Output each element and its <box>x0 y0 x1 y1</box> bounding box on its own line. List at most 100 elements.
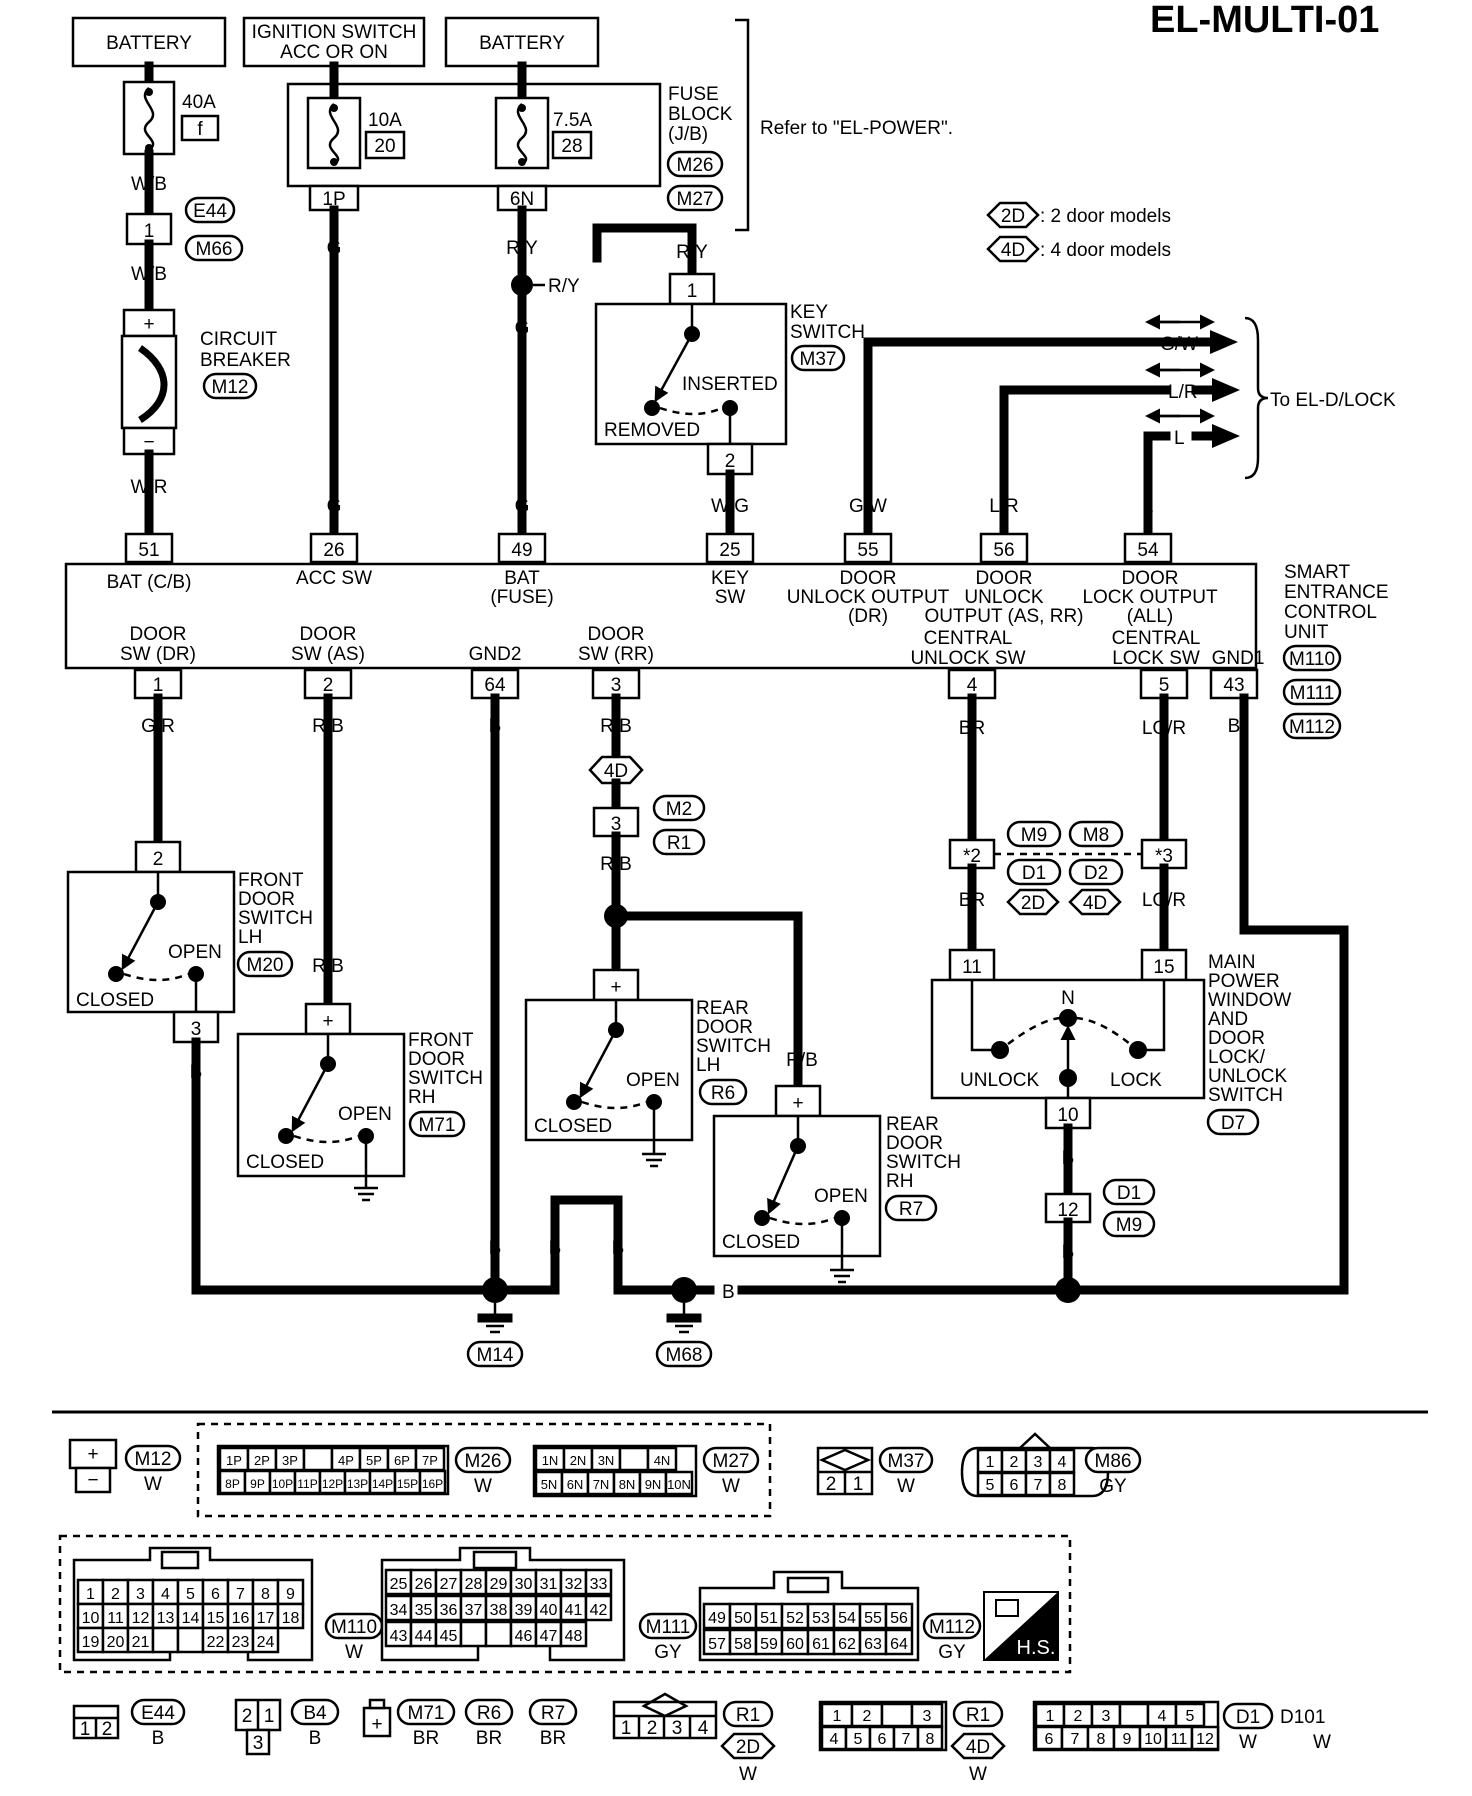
mid-conn-a: *2 <box>963 846 981 867</box>
secu-pin-64: GND2 64 <box>469 644 521 700</box>
connector-pin: 1 <box>76 1578 105 1606</box>
connector-pin: 8 <box>1086 1725 1116 1751</box>
svg-text:W: W <box>345 1642 363 1663</box>
connector-pin: 1P <box>218 1446 250 1472</box>
svg-text:28: 28 <box>465 1576 483 1593</box>
conn-m20: M20 <box>247 955 284 976</box>
svg-text:1: 1 <box>621 1718 632 1739</box>
rr-joint-pin: 3 <box>611 814 622 835</box>
svg-text:64: 64 <box>890 1636 908 1653</box>
frh-open: OPEN <box>338 1104 392 1125</box>
connector-pin: 59 <box>754 1628 784 1656</box>
svg-text:ACC SW: ACC SW <box>296 568 372 589</box>
svg-text:10: 10 <box>1144 1731 1162 1748</box>
svg-text:B: B <box>309 1728 322 1749</box>
wire-gw-top: G/W <box>1160 334 1198 355</box>
flh-label-3: SWITCH <box>238 908 313 929</box>
conn-m27: M27 <box>677 189 714 210</box>
connector-pin: 2 <box>850 1702 884 1728</box>
connector-pin: 18 <box>276 1602 305 1630</box>
svg-text:9P: 9P <box>250 1477 265 1491</box>
svg-text:16: 16 <box>232 1610 250 1627</box>
mpw-n: N <box>1061 988 1075 1009</box>
svg-text:59: 59 <box>760 1636 778 1653</box>
connector-pin: 64 <box>884 1628 914 1656</box>
svg-text:54: 54 <box>1137 540 1159 561</box>
face-e44: 1 2 E44 B <box>72 1698 186 1749</box>
wire-gw: G/W <box>849 496 887 517</box>
connector-pin: 5 <box>176 1578 205 1606</box>
svg-text:W: W <box>1239 1732 1257 1753</box>
svg-text:8P: 8P <box>225 1477 240 1491</box>
svg-text:(DR): (DR) <box>848 606 888 627</box>
svg-text:1: 1 <box>153 675 164 696</box>
svg-text:41: 41 <box>565 1602 583 1619</box>
svg-text:M110: M110 <box>331 1617 377 1638</box>
wire-b-flh: B <box>190 1062 203 1083</box>
svg-text:18: 18 <box>282 1610 300 1627</box>
flh-closed: CLOSED <box>76 990 154 1011</box>
ignition-label-1: IGNITION SWITCH <box>252 22 417 43</box>
svg-text:SW (AS): SW (AS) <box>291 644 365 665</box>
frh-label-3: SWITCH <box>408 1068 483 1089</box>
svg-text:5: 5 <box>986 1477 995 1494</box>
svg-text:1: 1 <box>86 1586 95 1603</box>
svg-text:64: 64 <box>484 675 506 696</box>
svg-text:(ALL): (ALL) <box>1127 606 1173 627</box>
wire-rb-1: R/B <box>312 716 344 737</box>
wire-wg: W/G <box>711 496 749 517</box>
svg-text:+: + <box>371 1714 382 1735</box>
connector-pin: 7 <box>1024 1471 1052 1497</box>
mpw-pin10: 10 <box>1057 1105 1078 1126</box>
svg-text:8: 8 <box>1097 1731 1106 1748</box>
connector-pin: 10P <box>268 1469 297 1495</box>
connector-pin: 40 <box>534 1594 563 1622</box>
rlh-label-4: LH <box>696 1055 720 1076</box>
mid-c2: M8 <box>1083 825 1109 846</box>
connector-pin <box>484 1620 513 1648</box>
svg-text:7N: 7N <box>593 1477 610 1492</box>
svg-text:3: 3 <box>611 675 622 696</box>
svg-text:3: 3 <box>1034 1454 1043 1471</box>
svg-text:R6: R6 <box>477 1703 501 1724</box>
connector-pin: 3P <box>274 1446 306 1472</box>
svg-text:10N: 10N <box>667 1477 691 1492</box>
flh-open: OPEN <box>168 942 222 963</box>
wire-lr: L/R <box>989 496 1019 517</box>
svg-text:62: 62 <box>838 1636 856 1653</box>
mid-c1: M9 <box>1021 825 1047 846</box>
connector-pin: 7P <box>414 1446 446 1472</box>
connector-pin: 41 <box>559 1594 588 1622</box>
connector-pin: 1 <box>976 1448 1004 1474</box>
connector-pin: 55 <box>858 1602 888 1630</box>
connector-pin: 4 <box>1146 1702 1178 1728</box>
rlh-label-1: REAR <box>696 998 749 1019</box>
connector-pin: 3 <box>1090 1702 1122 1728</box>
svg-text:26: 26 <box>415 1576 433 1593</box>
mid-c3: D1 <box>1022 863 1046 884</box>
frh-closed: CLOSED <box>246 1152 324 1173</box>
svg-text:55: 55 <box>864 1610 882 1627</box>
svg-text:UNLOCK: UNLOCK <box>964 587 1044 608</box>
svg-text:4: 4 <box>161 1586 170 1603</box>
connector-pin <box>618 1446 650 1472</box>
wire-rb-2: R/B <box>312 956 344 977</box>
svg-text:5: 5 <box>186 1586 195 1603</box>
connector-pin: 25 <box>384 1568 413 1596</box>
connector-pin: 4 <box>151 1578 180 1606</box>
svg-text:12P: 12P <box>322 1477 343 1491</box>
svg-text:DOOR: DOOR <box>840 568 897 589</box>
svg-text:M110: M110 <box>1289 649 1335 670</box>
svg-text:GND1: GND1 <box>1212 648 1265 669</box>
connector-pin <box>302 1446 334 1472</box>
svg-text:54: 54 <box>838 1610 856 1627</box>
rrh-label-2: DOOR <box>886 1133 943 1154</box>
svg-text:4: 4 <box>698 1718 709 1739</box>
mpw-pin11: 11 <box>962 957 982 978</box>
svg-text:4: 4 <box>830 1731 839 1748</box>
connector-pin: 58 <box>728 1628 758 1656</box>
